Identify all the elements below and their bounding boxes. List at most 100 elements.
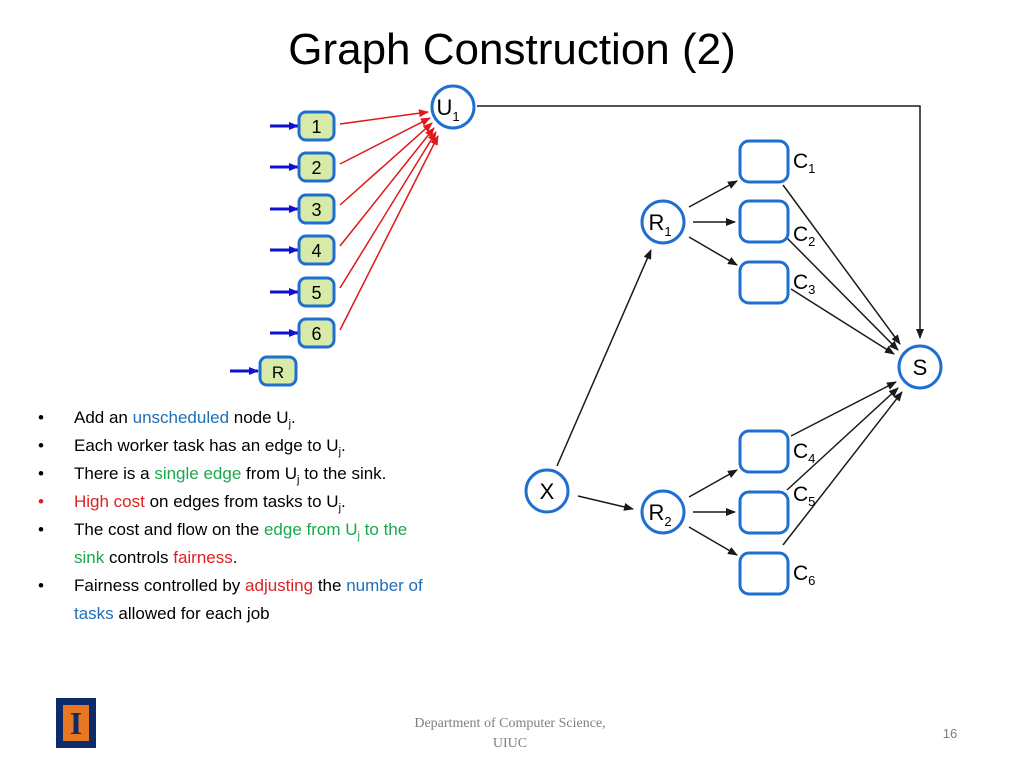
bullet-marker: • <box>38 576 44 595</box>
bullet-list: •Add an unscheduled node Uj.•Each worker… <box>34 404 434 628</box>
slide-title: Graph Construction (2) <box>288 25 736 74</box>
unscheduled-to-sink-edge <box>477 105 924 339</box>
computer-subscript: 3 <box>808 282 815 297</box>
computer-label: C <box>793 562 808 585</box>
bullet-text: controls <box>104 548 174 567</box>
task-node: 3 <box>297 193 336 225</box>
svg-text:R1: R1 <box>648 210 671 239</box>
bullet-text: Fairness controlled by <box>74 576 246 595</box>
bullet-marker: • <box>38 464 44 483</box>
computer-label: C <box>793 440 808 463</box>
computer-label: C <box>793 150 808 173</box>
svg-text:C5: C5 <box>793 483 815 509</box>
rack-node: R2 <box>640 489 686 535</box>
bullet-text: . <box>341 492 346 511</box>
footer-line-2: UIUC <box>492 736 528 751</box>
computer-node: C5 <box>738 483 815 535</box>
computer-node: C1 <box>738 139 815 184</box>
slide-footer: Department of Computer Science, UIUC <box>350 714 670 754</box>
rack-subscript: 1 <box>664 224 671 239</box>
bullet-item: •High cost on edges from tasks to Uj. <box>34 488 434 516</box>
bullet-text: allowed for each job <box>113 604 270 623</box>
computer-subscript: 6 <box>808 573 815 588</box>
computer-node: C4 <box>738 429 815 474</box>
bullet-item: •Each worker task has an edge to Uj. <box>34 432 434 460</box>
bullet-text: There is a <box>74 464 155 483</box>
rack-label: R <box>648 210 664 235</box>
computer-node: C2 <box>738 199 815 249</box>
bullet-subscript: j <box>288 418 292 430</box>
unscheduled-node: U1 <box>430 84 476 130</box>
task-nodes: 1 2 3 4 5 6 R <box>258 110 336 387</box>
footer-line-1: Department of Computer Science, <box>414 716 606 731</box>
bullet-text: number of tasks <box>74 576 423 623</box>
cluster-edges <box>556 180 903 556</box>
bullet-item: •Fairness controlled by adjusting the nu… <box>34 572 434 628</box>
svg-text:C2: C2 <box>793 223 815 249</box>
bullet-item: • Add an unscheduled node Uj. <box>34 404 434 432</box>
task-node-label: 2 <box>311 158 321 178</box>
bullet-text: . <box>291 408 296 427</box>
bullet-text: Add an <box>74 408 133 427</box>
bullet-text: unscheduled <box>132 408 230 427</box>
computer-subscript: 5 <box>808 494 815 509</box>
bullet-marker: • <box>38 436 44 455</box>
bullet-subscript: j <box>338 502 342 514</box>
svg-text:U1: U1 <box>436 95 459 124</box>
unscheduled-node-label: U <box>436 95 452 120</box>
task-input-arrows <box>230 122 299 375</box>
task-node-label: 5 <box>311 283 321 303</box>
task-node-label: 4 <box>311 241 321 261</box>
bullet-text: the <box>313 576 347 595</box>
bullet-marker: • <box>38 408 44 427</box>
bullet-text: node U <box>229 408 289 427</box>
bullet-text: to the sink <box>74 520 408 567</box>
sink-node: S <box>897 344 943 390</box>
computer-subscript: 4 <box>808 451 815 466</box>
bullet-text: fairness <box>173 548 233 567</box>
bullet-text: from U <box>241 464 298 483</box>
rack-node: R1 <box>640 199 686 245</box>
svg-text:C4: C4 <box>793 440 815 466</box>
root-task-node: R <box>258 355 298 387</box>
rack-label: R <box>648 500 664 525</box>
bullet-text: on edges from tasks to U <box>144 492 339 511</box>
bullet-marker: • <box>38 520 44 539</box>
computer-node: C3 <box>738 260 815 305</box>
unscheduled-node-subscript: 1 <box>452 109 459 124</box>
computer-label: C <box>793 483 808 506</box>
x-node: X <box>524 468 570 514</box>
x-node-label: X <box>540 479 555 504</box>
svg-text:R2: R2 <box>648 500 671 529</box>
task-node-label: 1 <box>311 117 321 137</box>
bullet-text: single edge <box>154 464 242 483</box>
computer-nodes: C1 C2 C3 C4 C5 C6 <box>738 139 815 596</box>
task-node-label: 6 <box>311 324 321 344</box>
bullet-text: to the sink. <box>299 464 387 483</box>
bullet-text: . <box>232 548 238 567</box>
computer-label: C <box>793 271 808 294</box>
svg-text:C3: C3 <box>793 271 815 297</box>
bullet-subscript: j <box>297 474 300 486</box>
rack-subscript: 2 <box>664 514 671 529</box>
bullet-marker: • <box>38 492 44 511</box>
computer-subscript: 1 <box>808 161 815 176</box>
bullet-subscript: j <box>338 446 342 458</box>
root-task-label: R <box>272 363 284 382</box>
svg-text:C1: C1 <box>793 150 815 176</box>
svg-text:C6: C6 <box>793 562 815 588</box>
university-logo: I <box>56 698 96 748</box>
bullet-text: The cost and flow on the <box>74 520 264 539</box>
bullet-text: Each worker task has an edge to U <box>74 436 339 455</box>
task-node: 1 <box>297 110 336 142</box>
task-to-unscheduled-edges <box>339 109 439 331</box>
computer-label: C <box>793 223 808 246</box>
task-node-label: 3 <box>311 200 321 220</box>
task-node: 4 <box>297 234 336 266</box>
task-node: 2 <box>297 151 336 183</box>
computer-node: C6 <box>738 551 815 596</box>
sink-node-label: S <box>913 355 928 380</box>
bullet-item: • There is a single edge from Uj to the s… <box>34 460 434 488</box>
computer-subscript: 2 <box>808 234 815 249</box>
